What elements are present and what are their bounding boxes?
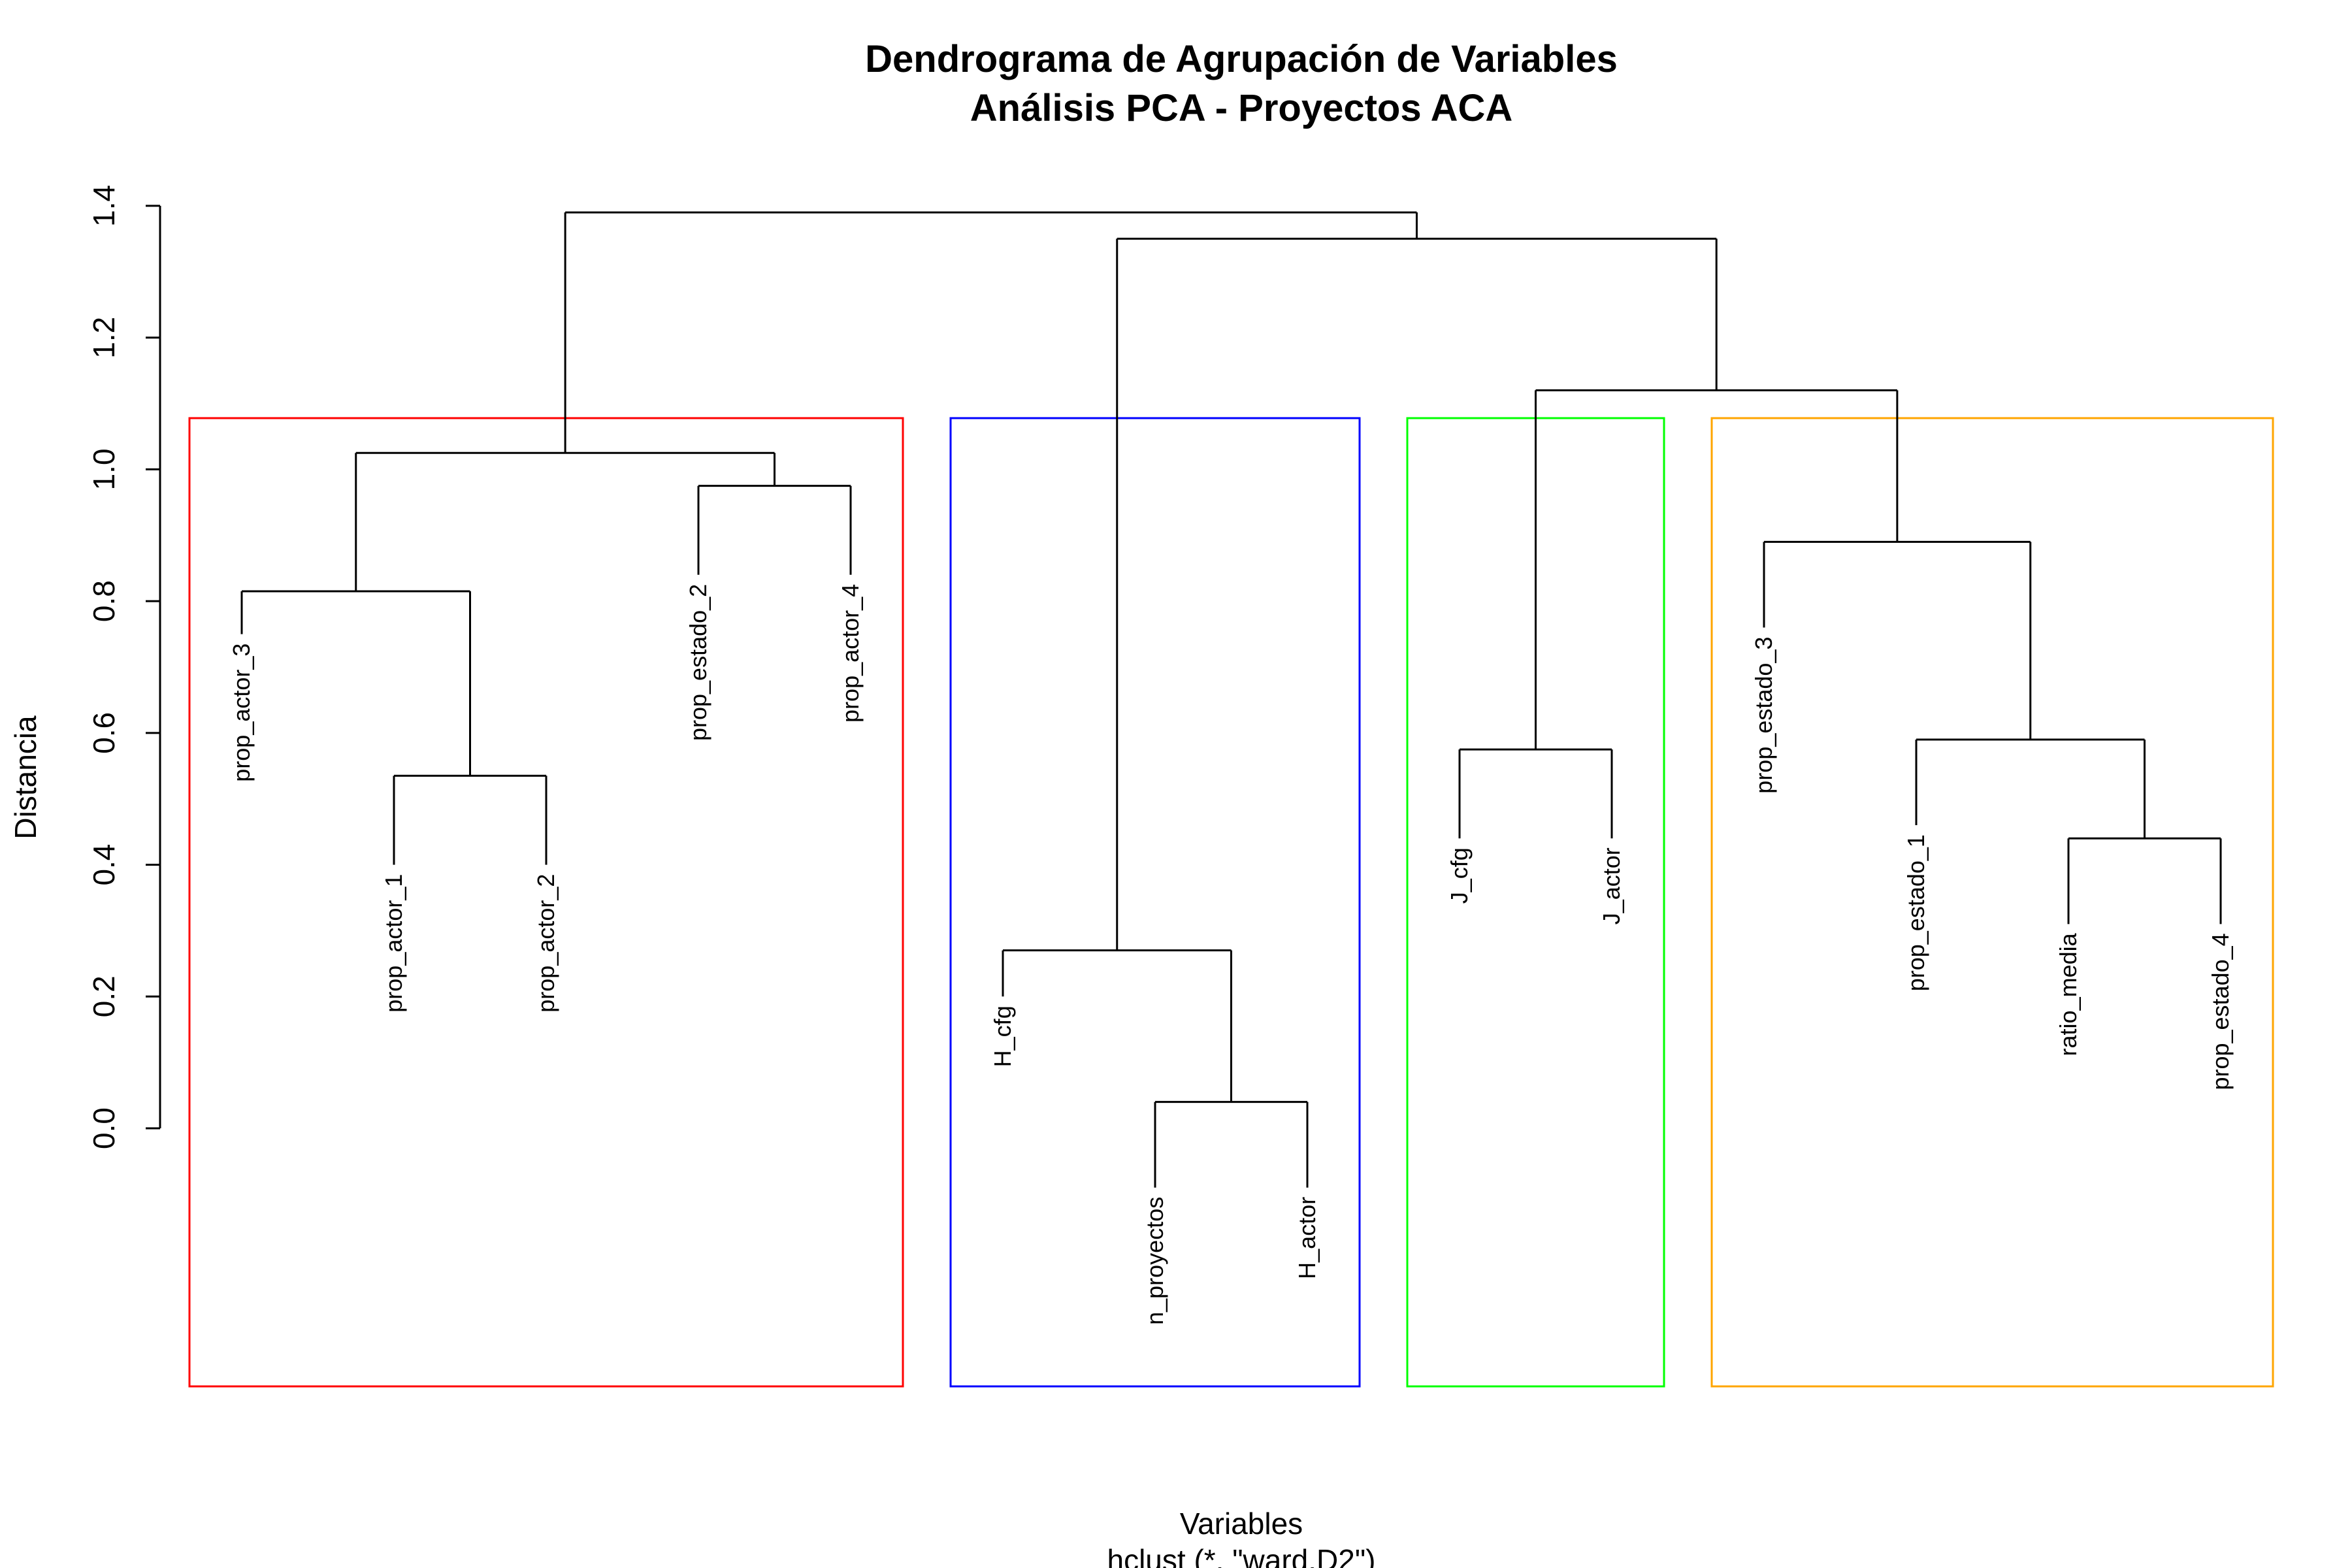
- leaf-label: prop_actor_1: [380, 874, 407, 1013]
- cluster-box: [949, 417, 1361, 1388]
- leaf-label: J_actor: [1598, 847, 1625, 924]
- y-tick-label: 1.4: [87, 185, 121, 227]
- y-tick-label: 0.0: [87, 1107, 121, 1149]
- leaf-label: ratio_media: [2055, 932, 2082, 1056]
- leaf-labels: prop_actor_3 prop_actor_1 prop_actor_2 prop…: [228, 584, 2234, 1325]
- leaf-label: prop_estado_3: [1750, 636, 1777, 793]
- leaf-label: prop_actor_3: [228, 644, 255, 782]
- leaf-label: prop_actor_2: [532, 874, 559, 1013]
- cluster-box: [188, 417, 904, 1388]
- leaf-label: H_cfg: [989, 1005, 1016, 1067]
- leaf-label: n_proyectos: [1141, 1197, 1168, 1325]
- y-tick-label: 0.2: [87, 975, 121, 1017]
- leaf-label: prop_estado_2: [685, 584, 711, 741]
- x-axis-label: Variables: [1180, 1507, 1303, 1541]
- chart-subtitle: Análisis PCA - Proyectos ACA: [970, 87, 1512, 129]
- dendrogram-tree: [240, 211, 2222, 1188]
- y-tick-label: 1.0: [87, 448, 121, 490]
- leaf-label: H_actor: [1294, 1197, 1320, 1279]
- leaf-label: J_cfg: [1446, 847, 1473, 904]
- leaf-label: prop_estado_4: [2207, 933, 2234, 1090]
- y-axis: 0.0 0.2 0.4 0.6 0.8 1.0 1.2 1.4: [87, 185, 161, 1149]
- y-tick-label: 0.4: [87, 844, 121, 886]
- chart-title: Dendrograma de Agrupación de Variables: [865, 38, 1618, 80]
- leaf-label: prop_estado_1: [1903, 834, 1929, 991]
- y-tick-label: 0.6: [87, 712, 121, 754]
- y-tick-label: 1.2: [87, 317, 121, 359]
- cluster-boxes: [188, 417, 2274, 1388]
- leaf-label: prop_actor_4: [837, 584, 864, 723]
- y-tick-label: 0.8: [87, 580, 121, 622]
- y-axis-label: Distancia: [8, 715, 42, 840]
- cluster-box: [1710, 417, 2274, 1388]
- hclust-method-label: hclust (*, "ward.D2"): [1107, 1543, 1376, 1568]
